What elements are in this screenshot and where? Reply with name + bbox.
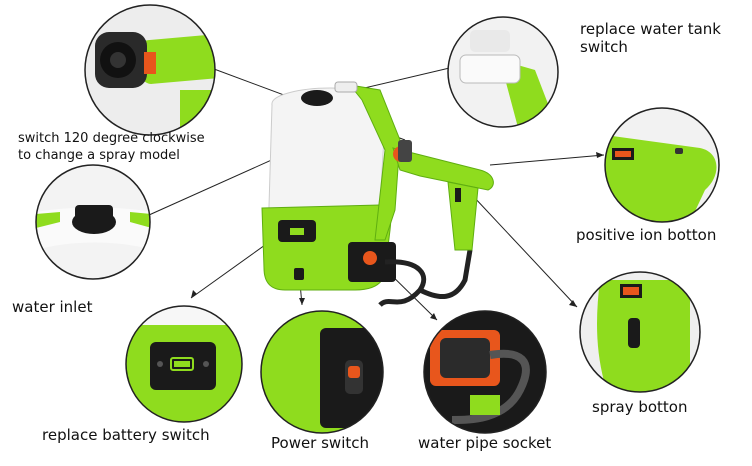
detail-battery-switch bbox=[125, 305, 243, 423]
label-pipe-socket: water pipe socket bbox=[418, 434, 552, 452]
detail-nozzle bbox=[84, 4, 216, 136]
label-battery-switch: replace battery switch bbox=[42, 426, 210, 444]
detail-power-switch bbox=[260, 310, 384, 434]
detail-ion-button bbox=[604, 107, 720, 223]
spray-gun bbox=[392, 147, 494, 191]
label-power-switch: Power switch bbox=[271, 434, 370, 452]
detail-water-inlet bbox=[35, 164, 151, 280]
label-ion-button: positive ion botton bbox=[576, 226, 717, 244]
label-water-tank-switch: replace water tank switch bbox=[580, 20, 721, 56]
label-mode-switch: switch 120 degree clockwise to change a … bbox=[18, 131, 205, 163]
sprayer-machine bbox=[261, 81, 494, 308]
label-water-inlet: water inlet bbox=[12, 298, 93, 316]
detail-spray-button bbox=[579, 271, 701, 393]
detail-pipe-socket bbox=[423, 310, 547, 434]
tank-cap bbox=[301, 90, 333, 106]
power-switch bbox=[294, 268, 304, 280]
line-spray bbox=[472, 195, 578, 308]
detail-tank-switch bbox=[447, 16, 559, 128]
label-spray-button: spray botton bbox=[592, 398, 688, 416]
line-ion-button bbox=[489, 154, 605, 166]
